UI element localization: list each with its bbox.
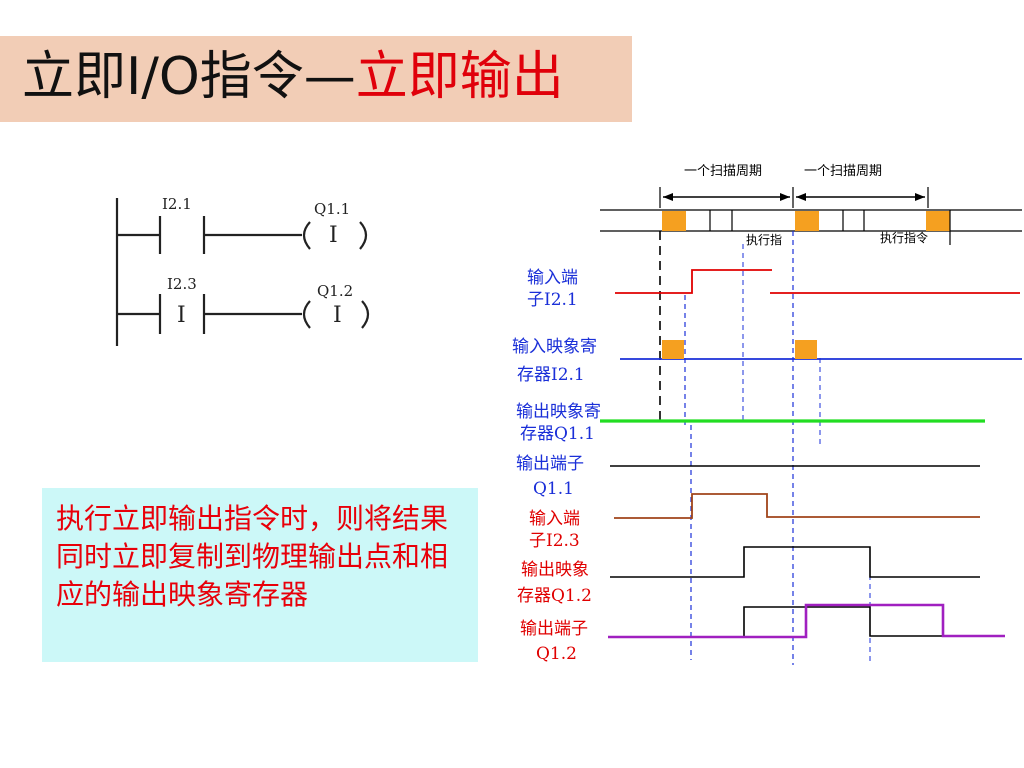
exec-label-left: 执行指 (746, 232, 782, 247)
sig5-label-line1: 输入端 (529, 509, 580, 529)
sig3-label-line1: 输出映象寄 (516, 402, 601, 422)
rung1-coil-right-arc (359, 221, 368, 250)
sig7-label-line1: 输出端子 (520, 619, 588, 639)
signal-output-image-q12 (610, 546, 980, 578)
rung2-coil-label: Q1.2 (317, 282, 353, 300)
rung2-contact-mark: I (177, 303, 186, 328)
sig2-label-line2: 存器I2.1 (517, 365, 585, 385)
signal-input-terminal-i23 (614, 493, 980, 519)
sig7-label-line2: Q1.2 (536, 644, 577, 664)
rung1-coil-mark: I (329, 223, 338, 248)
slide-title: 立即I/O指令—立即输出 (22, 42, 564, 112)
period-arrow-1-head-right (780, 193, 790, 201)
period-arrow-1-head-left (663, 193, 673, 201)
title-banner: 立即I/O指令—立即输出 (0, 36, 632, 122)
rung2-coil-right-arc (361, 300, 370, 329)
signal-input-terminal-i21-a (615, 269, 772, 294)
sig1-label-line2: 子I2.1 (527, 290, 578, 310)
sig4-label-line2: Q1.1 (533, 479, 574, 499)
signal-output-terminal-q12-purple (608, 603, 1005, 639)
sig4-label-line1: 输出端子 (516, 454, 584, 474)
ladder-labels: I2.1 Q1.1 I I2.3 I Q1.2 I (162, 195, 353, 328)
scan-block-1 (662, 211, 686, 231)
sig5-label-line2: 子I2.3 (529, 531, 580, 551)
scan-block-2 (795, 211, 819, 231)
scan-period-label-left: 一个扫描周期 (684, 164, 762, 179)
rung2-coil-left-arc (302, 300, 311, 329)
timing-diagram: 一个扫描周期 一个扫描周期 执行指 执行指令 输入端 子I2.1 输入映 (512, 164, 1022, 665)
rung2-coil-mark: I (333, 303, 342, 328)
explanation-box: 执行立即输出指令时，则将结果同时立即复制到物理输出点和相应的输出映象寄存器 (42, 488, 478, 662)
rung1-contact-label: I2.1 (162, 195, 192, 213)
sig2-label-line1: 输入映象寄 (512, 337, 597, 357)
sig1-label-line1: 输入端 (527, 268, 578, 288)
image-block-2 (795, 340, 817, 359)
rung1-coil-left-arc (302, 221, 311, 250)
rung1-coil-label: Q1.1 (314, 200, 350, 218)
scan-dividers (709, 210, 951, 245)
ladder-diagram (115, 198, 370, 346)
image-block-1 (662, 340, 684, 359)
sig6-label-line1: 输出映象 (521, 560, 589, 580)
scan-period-label-right: 一个扫描周期 (804, 164, 882, 179)
title-accent: 立即输出 (355, 47, 564, 107)
period-arrow-2-head-left (796, 193, 806, 201)
period-arrow-2-head-right (915, 193, 925, 201)
sig6-label-line2: 存器Q1.2 (517, 586, 592, 606)
explanation-text: 执行立即输出指令时，则将结果同时立即复制到物理输出点和相应的输出映象寄存器 (56, 502, 449, 611)
sig3-label-line2: 存器Q1.1 (520, 424, 595, 444)
rung2-contact-label: I2.3 (167, 275, 197, 293)
title-main: 立即I/O指令— (22, 47, 356, 107)
scan-block-3 (926, 211, 950, 231)
exec-label-right: 执行指令 (880, 230, 928, 245)
signal-output-terminal-q12-black (743, 606, 945, 637)
